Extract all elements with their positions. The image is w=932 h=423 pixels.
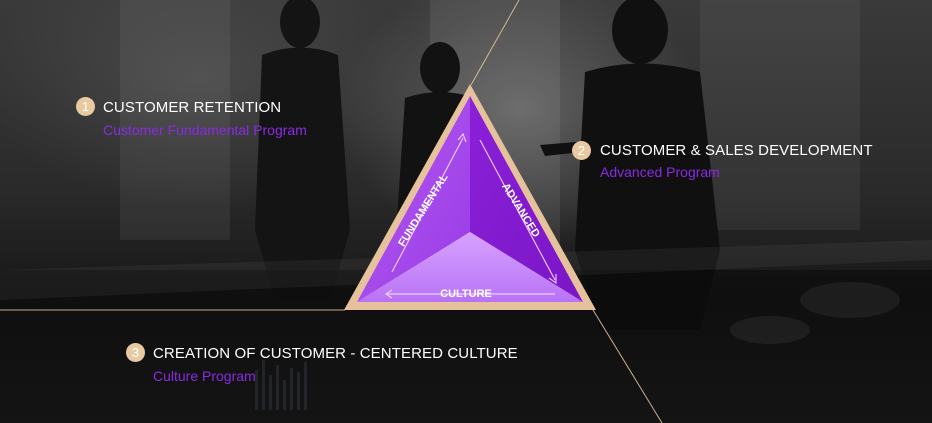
item-title-1: CUSTOMER RETENTION xyxy=(103,99,282,116)
arrow-right xyxy=(479,139,556,281)
arrow-right-head xyxy=(548,274,557,285)
pyramid-face-bottom xyxy=(357,232,583,302)
item-subtitle-2: Advanced Program xyxy=(600,164,720,180)
number-badge-2: 2 xyxy=(572,141,591,160)
item-title-3: CREATION OF CUSTOMER - CENTERED CULTURE xyxy=(153,345,518,362)
item-subtitle-1: Customer Fundamental Program xyxy=(103,122,307,138)
item-title-2: CUSTOMER & SALES DEVELOPMENT xyxy=(600,142,873,159)
pyramid-face-left xyxy=(357,96,470,302)
number-badge-3: 3 xyxy=(126,343,145,362)
number-badge-1: 1 xyxy=(76,97,95,116)
arrow-bottom-head xyxy=(384,289,393,299)
item-subtitle-3: Culture Program xyxy=(153,368,256,384)
label-culture: CULTURE xyxy=(440,288,492,300)
connector-line-top xyxy=(470,0,520,86)
connector-line-bottom xyxy=(589,304,663,423)
pyramid-face-right xyxy=(470,96,583,302)
arrow-left xyxy=(391,137,464,273)
arrow-left-head xyxy=(457,132,467,143)
